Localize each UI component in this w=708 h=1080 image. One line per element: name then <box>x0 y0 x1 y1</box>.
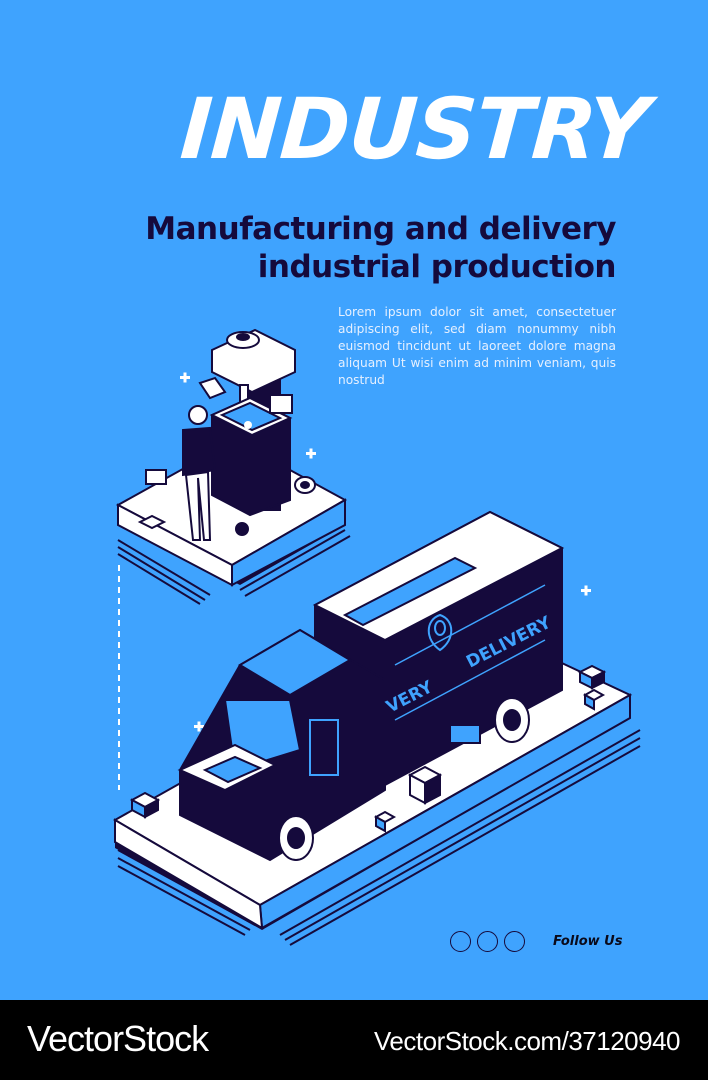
social-circle-icon[interactable] <box>450 931 471 952</box>
poster: DELIVERY VERY INDUSTRY Manufacturing and… <box>0 0 708 1000</box>
boxes <box>129 664 607 833</box>
worker-figure <box>182 405 217 541</box>
subtitle-line-1: Manufacturing and delivery <box>145 211 616 247</box>
machine-platform <box>115 438 351 605</box>
follow-us-link[interactable]: Follow Us <box>553 934 623 949</box>
isometric-illustration: DELIVERY VERY <box>112 328 641 946</box>
watermark-footer: VectorStock VectorStock.com/37120940 <box>0 1000 708 1080</box>
delivery-truck <box>177 510 565 862</box>
plus-icons <box>180 372 591 732</box>
social-circle-icon[interactable] <box>504 931 525 952</box>
page-title: INDUSTRY <box>177 80 652 178</box>
subtitle: Manufacturing and delivery industrial pr… <box>145 210 616 286</box>
brand-logo: VectorStock <box>27 1018 209 1059</box>
drill-press-machine <box>198 328 296 517</box>
subtitle-line-2: industrial production <box>257 249 617 285</box>
follow-us-section: Follow Us <box>450 931 622 952</box>
social-circle-icon[interactable] <box>477 931 498 952</box>
body-text: Lorem ipsum dolor sit amet, consectetuer… <box>338 305 616 387</box>
image-id-label: VectorStock.com/37120940 <box>374 1026 680 1056</box>
bolts <box>137 469 316 536</box>
